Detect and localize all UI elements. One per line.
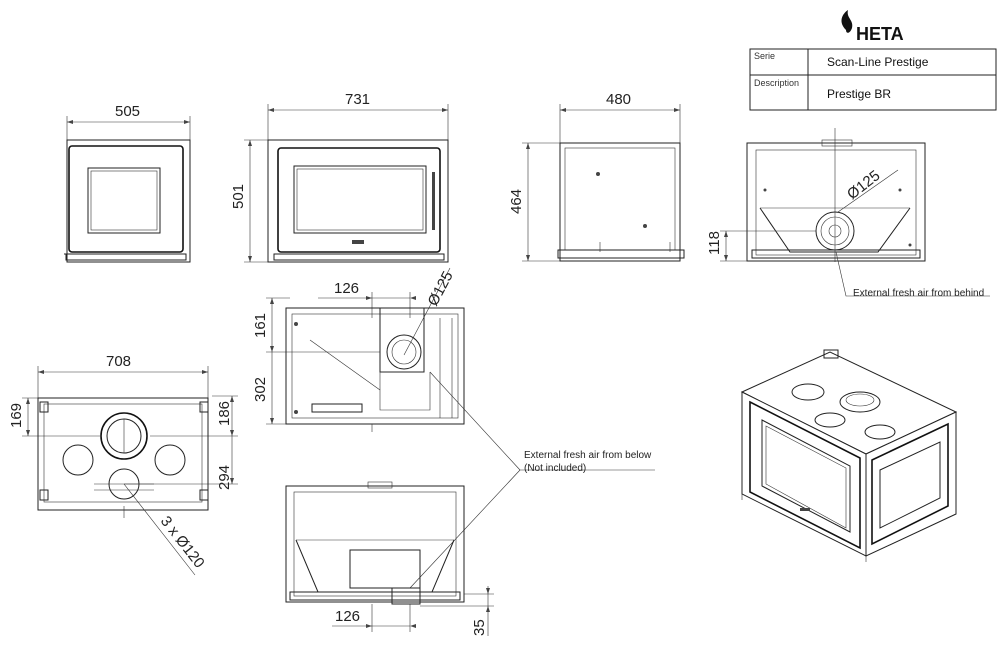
dim-section-161: 161 bbox=[252, 313, 269, 338]
dim-top-holes: 3 x Ø120 bbox=[157, 513, 208, 571]
dim-wide-width: 731 bbox=[345, 91, 370, 108]
dim-side-height: 464 bbox=[508, 189, 525, 214]
serie-value: Scan-Line Prestige bbox=[827, 55, 929, 69]
brand-logo: HETA bbox=[841, 10, 904, 44]
dim-front-width: 505 bbox=[115, 103, 140, 120]
serie-label: Serie bbox=[754, 51, 775, 61]
dim-top-186: 186 bbox=[216, 401, 233, 426]
air-below-callout: External fresh air from below (Not inclu… bbox=[409, 371, 655, 589]
back-view: Ø125 118 External fresh air from behind bbox=[706, 128, 990, 299]
dim-side-width: 480 bbox=[606, 91, 631, 108]
bottom-front-view: 126 35 bbox=[285, 481, 494, 636]
section-view: 126 Ø125 161 302 bbox=[252, 267, 465, 432]
front-view-narrow: 505 bbox=[64, 103, 191, 263]
brand-name: HETA bbox=[856, 24, 904, 44]
dim-top-294: 294 bbox=[216, 465, 233, 490]
dim-section-126: 126 bbox=[334, 280, 359, 297]
dim-bottom-126: 126 bbox=[335, 608, 360, 625]
isometric-view bbox=[740, 349, 958, 562]
description-value: Prestige BR bbox=[827, 87, 891, 101]
note-air-behind: External fresh air from behind bbox=[853, 288, 984, 299]
side-view: 480 464 bbox=[508, 91, 685, 262]
dim-top-169: 169 bbox=[8, 403, 25, 428]
dim-back-height: 118 bbox=[706, 231, 723, 255]
dim-top-depth: 708 bbox=[106, 353, 131, 370]
title-block: Serie Scan-Line Prestige Description Pre… bbox=[749, 48, 997, 111]
front-view-wide: 731 501 bbox=[230, 91, 449, 263]
note-air-below: External fresh air from below bbox=[524, 450, 652, 461]
dim-height: 501 bbox=[230, 184, 247, 209]
dim-section-302: 302 bbox=[252, 377, 269, 402]
flame-icon bbox=[841, 10, 853, 33]
dim-back-duct: Ø125 bbox=[844, 167, 883, 203]
note-air-below-sub: (Not included) bbox=[524, 463, 586, 474]
top-view: 708 169 186 294 3 x Ø120 bbox=[8, 353, 238, 576]
dim-section-duct: Ø125 bbox=[425, 268, 457, 308]
description-label: Description bbox=[754, 78, 799, 88]
dim-bottom-35: 35 bbox=[471, 619, 488, 636]
